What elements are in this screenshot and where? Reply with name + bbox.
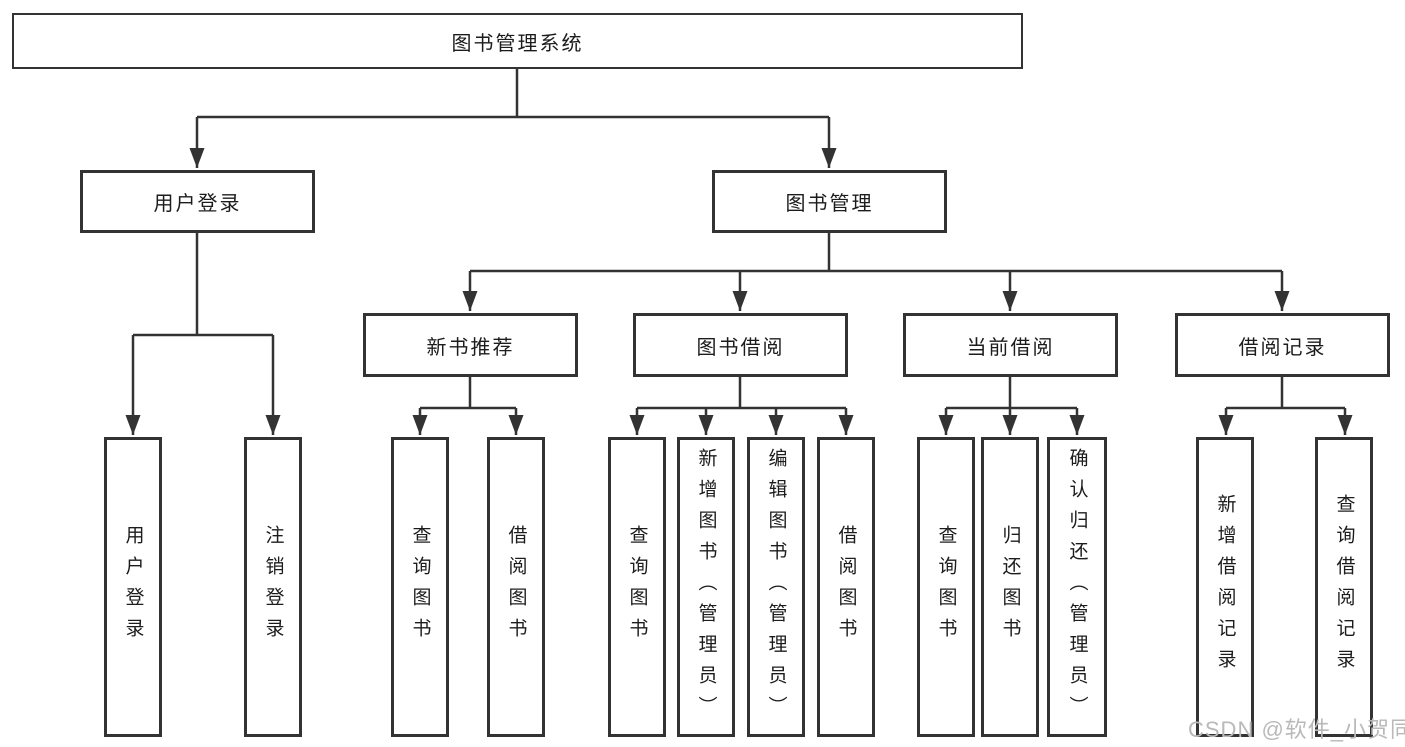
connector-book-mgmt-rake [470,233,1282,273]
node-new-book-rec: 新书推荐 [363,313,578,377]
node-book-borrow: 图书借阅 [633,313,848,377]
node-leaf-logout: 注销登录 [244,437,302,737]
node-leaf-add-book: 新增图书（管理员） [677,437,735,737]
node-current-borrow: 当前借阅 [903,313,1118,377]
node-leaf-add-record: 新增借阅记录 [1196,437,1254,737]
node-leaf-query-book-3: 查询图书 [917,437,975,737]
connector-book-borrow-rake [637,377,846,410]
connector-current-borrow-rake [946,377,1077,410]
node-book-mgmt-module: 图书管理 [712,170,947,233]
csdn-watermark: CSDN @软件_小贺同学 [1188,717,1405,742]
node-leaf-borrow-book-1: 借阅图书 [487,437,545,737]
connector-root-rake [197,69,829,119]
node-root-system: 图书管理系统 [12,13,1023,69]
connector-user-login-rake [133,233,273,337]
node-leaf-borrow-book-2: 借阅图书 [817,437,875,737]
node-leaf-return-book: 归还图书 [981,437,1039,737]
connector-borrow-records-rake [1226,377,1345,410]
connector-new-book-rec-rake [420,377,516,410]
node-leaf-confirm-return: 确认归还（管理员） [1047,437,1107,737]
node-leaf-edit-book: 编辑图书（管理员） [747,437,805,737]
node-leaf-user-login: 用户登录 [104,437,162,737]
node-leaf-query-book-2: 查询图书 [608,437,666,737]
node-user-login-module: 用户登录 [80,170,315,233]
node-leaf-query-record: 查询借阅记录 [1315,437,1373,737]
node-borrow-records: 借阅记录 [1175,313,1390,377]
node-leaf-query-book-1: 查询图书 [391,437,449,737]
